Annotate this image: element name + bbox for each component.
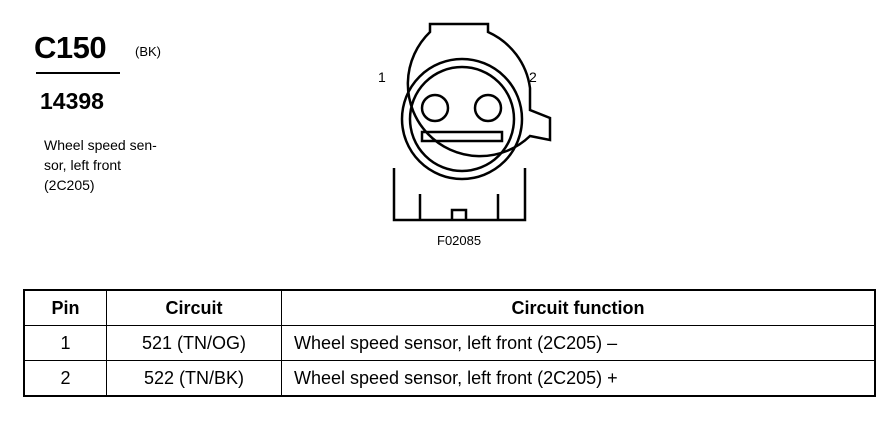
connector-color-code: (BK): [135, 44, 161, 59]
connector-key-bar: [420, 130, 504, 143]
connector-description: Wheel speed sen- sor, left front (2C205): [44, 137, 157, 193]
cell-pin: 2: [23, 360, 107, 397]
housing-notch: [450, 208, 468, 220]
pin-table: Pin Circuit Circuit function 1 521 (TN/O…: [23, 289, 876, 397]
cell-circuit-function: Wheel speed sensor, left front (2C205) –: [281, 325, 876, 361]
connector-id: C150: [34, 30, 107, 65]
pin-2-label: 2: [529, 69, 537, 85]
table-row: 2 522 (TN/BK) Wheel speed sensor, left f…: [23, 360, 876, 397]
header-circuit: Circuit: [106, 289, 282, 326]
header-pin: Pin: [23, 289, 107, 326]
table-row: 1 521 (TN/OG) Wheel speed sensor, left f…: [23, 325, 876, 361]
table-header-row: Pin Circuit Circuit function: [23, 289, 876, 326]
figure-id: F02085: [437, 233, 482, 248]
connector-housing-base: [392, 168, 527, 222]
cell-circuit-function: Wheel speed sensor, left front (2C205) +: [281, 360, 876, 397]
part-number: 14398: [40, 88, 104, 114]
connector-inner-ring: [400, 57, 524, 181]
terminal-2: [473, 93, 503, 123]
connector-outer-shell: [406, 22, 552, 158]
pin-1-label: 1: [378, 69, 386, 85]
connector-face-diagram: [392, 22, 552, 222]
header-circuit-function: Circuit function: [281, 289, 876, 326]
connector-face: [408, 65, 516, 173]
cell-circuit: 521 (TN/OG): [106, 325, 282, 361]
cell-pin: 1: [23, 325, 107, 361]
cell-circuit: 522 (TN/BK): [106, 360, 282, 397]
connector-id-underline: [36, 72, 120, 74]
terminal-1: [420, 93, 450, 123]
